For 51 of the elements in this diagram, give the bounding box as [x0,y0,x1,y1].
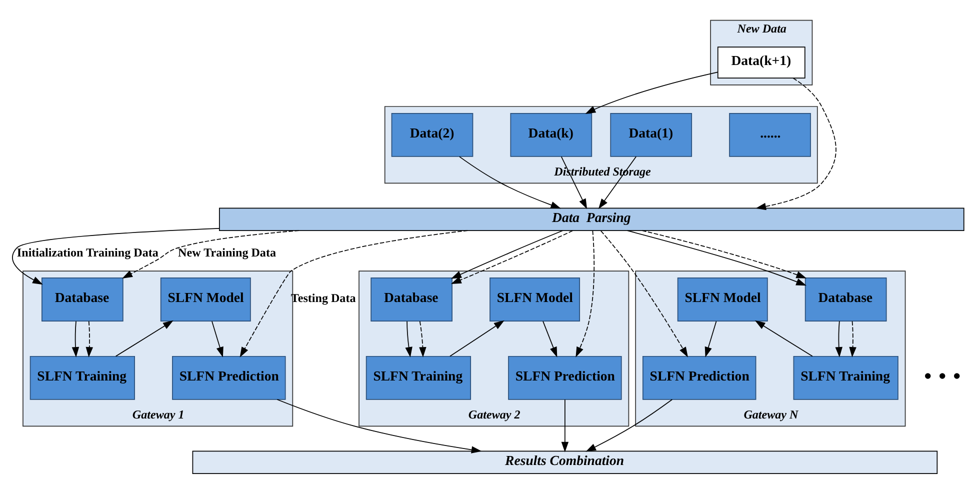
arrow [86,320,93,358]
node-box: SLFN Model [677,278,768,322]
arrow [72,320,80,358]
arrow [542,320,558,358]
node-box: Results Combination [192,450,938,474]
node-box: SLFN Prediction [172,356,286,400]
arrow [642,230,807,278]
edge-label: New Training Data [178,246,276,260]
node-box: Data(k+1) [717,46,806,78]
node-box: Data(1) [610,112,692,157]
arrow [626,230,806,286]
node-box: Database [804,278,887,322]
arrow [240,230,468,358]
arrow [754,320,813,357]
arrow [122,230,300,279]
arrow [576,230,595,358]
node-box: SLFN Prediction [642,356,756,400]
arrow [561,399,569,452]
node-box: ...... [729,112,811,157]
arrow [600,230,688,358]
node-box: Data(2) [391,112,474,157]
arrow [835,320,842,358]
arrow [585,72,718,114]
arrow [704,320,717,358]
arrow [115,320,174,357]
node-box: Data(k) [510,112,592,157]
node-box: Database [42,278,124,322]
arrow [276,399,482,454]
arrow [459,156,562,209]
arrow [212,320,224,358]
node-box: SLFN Training [793,356,898,400]
node-box: SLFN Prediction [508,356,622,400]
arrow [12,228,220,285]
edge-label: Initialization Training Data [16,246,158,260]
arrow [450,320,504,357]
node-box: SLFN Model [490,278,580,322]
arrow [560,156,588,210]
arrow [756,78,836,210]
node-box: SLFN Training [366,356,472,400]
arrow [849,320,856,358]
label: • • • [924,364,962,390]
node-box: Data Parsing [219,208,964,231]
node-box: SLFN Model [160,278,251,322]
arrow [419,320,426,358]
arrow [451,230,564,279]
arrow [598,156,637,210]
node-box: Database [370,278,452,322]
arrow [450,230,574,284]
arrow [405,320,412,358]
arrow [586,399,673,452]
node-box: SLFN Training [30,356,135,400]
